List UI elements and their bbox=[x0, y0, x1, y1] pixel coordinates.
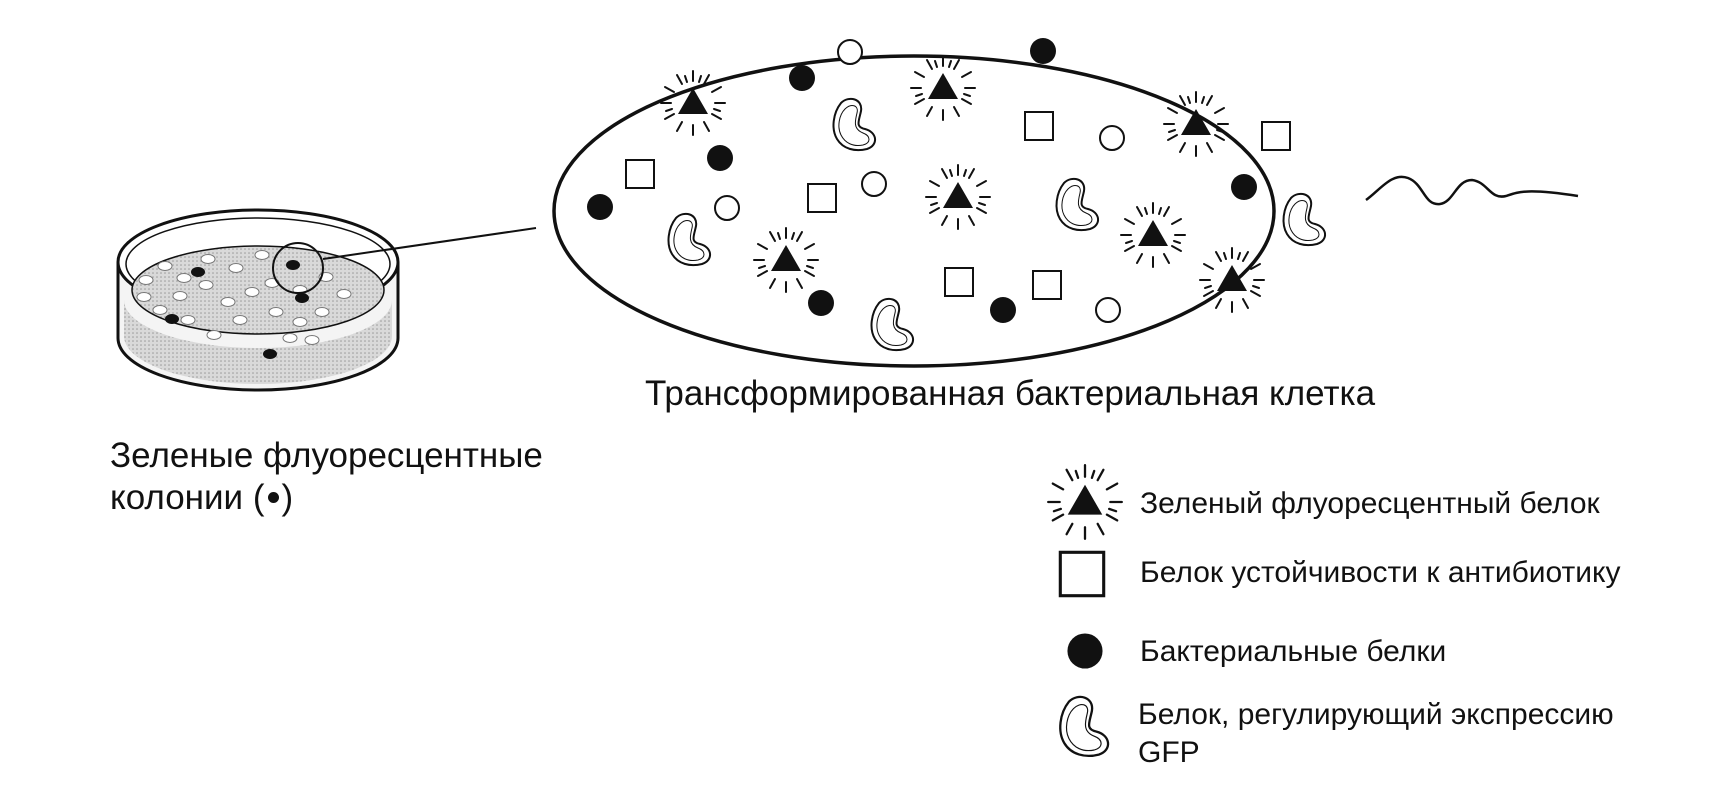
legend-antibiotic-icon bbox=[1058, 550, 1106, 598]
open-circle-icon bbox=[714, 195, 740, 221]
white-colony bbox=[220, 297, 236, 307]
colonies-label-line2: колонии () bbox=[110, 478, 293, 517]
colonies-label-line1: Зеленые флуоресцентные bbox=[110, 436, 543, 475]
white-colony bbox=[254, 250, 270, 260]
cell-caption: Трансформированная бактериальная клетка bbox=[645, 374, 1376, 413]
colonies-label-suffix: ) bbox=[281, 478, 294, 517]
colonies-label-prefix: колонии ( bbox=[110, 478, 265, 517]
legend-regulator-label-line1: Белок, регулирующий экспрессию bbox=[1138, 698, 1614, 731]
regulator-protein-icon bbox=[1282, 192, 1327, 247]
white-colony bbox=[292, 317, 308, 327]
bacterial-protein-icon bbox=[1231, 174, 1257, 200]
open-circle-icon bbox=[837, 39, 863, 65]
legend-regulator-icon bbox=[1059, 695, 1110, 758]
legend-bacterial-label: Бактериальные белки bbox=[1140, 635, 1447, 668]
legend-gfp-label: Зеленый флуоресцентный белок bbox=[1140, 487, 1600, 520]
white-colony bbox=[336, 289, 352, 299]
white-colony bbox=[176, 273, 192, 283]
green-fluorescent-colony bbox=[263, 349, 277, 359]
white-colony bbox=[157, 261, 173, 271]
white-colony bbox=[206, 330, 222, 340]
bacterial-cell-outline bbox=[552, 54, 1276, 368]
white-colony bbox=[268, 307, 284, 317]
petri-dish bbox=[116, 208, 400, 392]
white-colony bbox=[172, 291, 188, 301]
magnifier-circle bbox=[272, 242, 324, 294]
bacterial-protein-icon bbox=[587, 194, 613, 220]
flagellum bbox=[1365, 175, 1579, 206]
white-colony bbox=[180, 315, 196, 325]
antibiotic-resistance-protein-icon bbox=[1032, 270, 1062, 300]
white-colony bbox=[136, 292, 152, 302]
open-circle-icon bbox=[1099, 125, 1125, 151]
bacterial-protein-icon bbox=[707, 145, 733, 171]
white-colony bbox=[244, 287, 260, 297]
green-fluorescent-colony bbox=[286, 260, 300, 270]
white-colony bbox=[198, 280, 214, 290]
white-colony bbox=[232, 315, 248, 325]
white-colony bbox=[282, 333, 298, 343]
antibiotic-resistance-protein-icon bbox=[1261, 121, 1291, 151]
legend-bacterial-icon bbox=[1067, 633, 1103, 669]
white-colony bbox=[304, 335, 320, 345]
white-colony bbox=[200, 254, 216, 264]
white-colony bbox=[138, 275, 154, 285]
antibiotic-resistance-protein-icon bbox=[1024, 111, 1054, 141]
green-fluorescent-colony bbox=[295, 293, 309, 303]
white-colony bbox=[152, 305, 168, 315]
bacterial-protein-icon bbox=[789, 65, 815, 91]
legend-regulator-label-line2: GFP bbox=[1138, 736, 1200, 769]
white-colony bbox=[228, 263, 244, 273]
connector-line bbox=[322, 227, 537, 260]
antibiotic-resistance-protein-icon bbox=[625, 159, 655, 189]
antibiotic-resistance-protein-icon bbox=[944, 267, 974, 297]
open-circle-icon bbox=[861, 171, 887, 197]
legend-gfp-icon bbox=[1047, 464, 1123, 540]
green-fluorescent-colony bbox=[191, 267, 205, 277]
legend-antibiotic-label: Белок устойчивости к антибиотику bbox=[1140, 556, 1621, 589]
bacterial-protein-icon bbox=[990, 297, 1016, 323]
colony-dot-icon bbox=[267, 492, 279, 504]
bacterial-protein-icon bbox=[1030, 38, 1056, 64]
green-fluorescent-colony bbox=[165, 314, 179, 324]
antibiotic-resistance-protein-icon bbox=[807, 183, 837, 213]
open-circle-icon bbox=[1095, 297, 1121, 323]
bacterial-protein-icon bbox=[808, 290, 834, 316]
colony-group bbox=[136, 250, 352, 359]
white-colony bbox=[314, 307, 330, 317]
